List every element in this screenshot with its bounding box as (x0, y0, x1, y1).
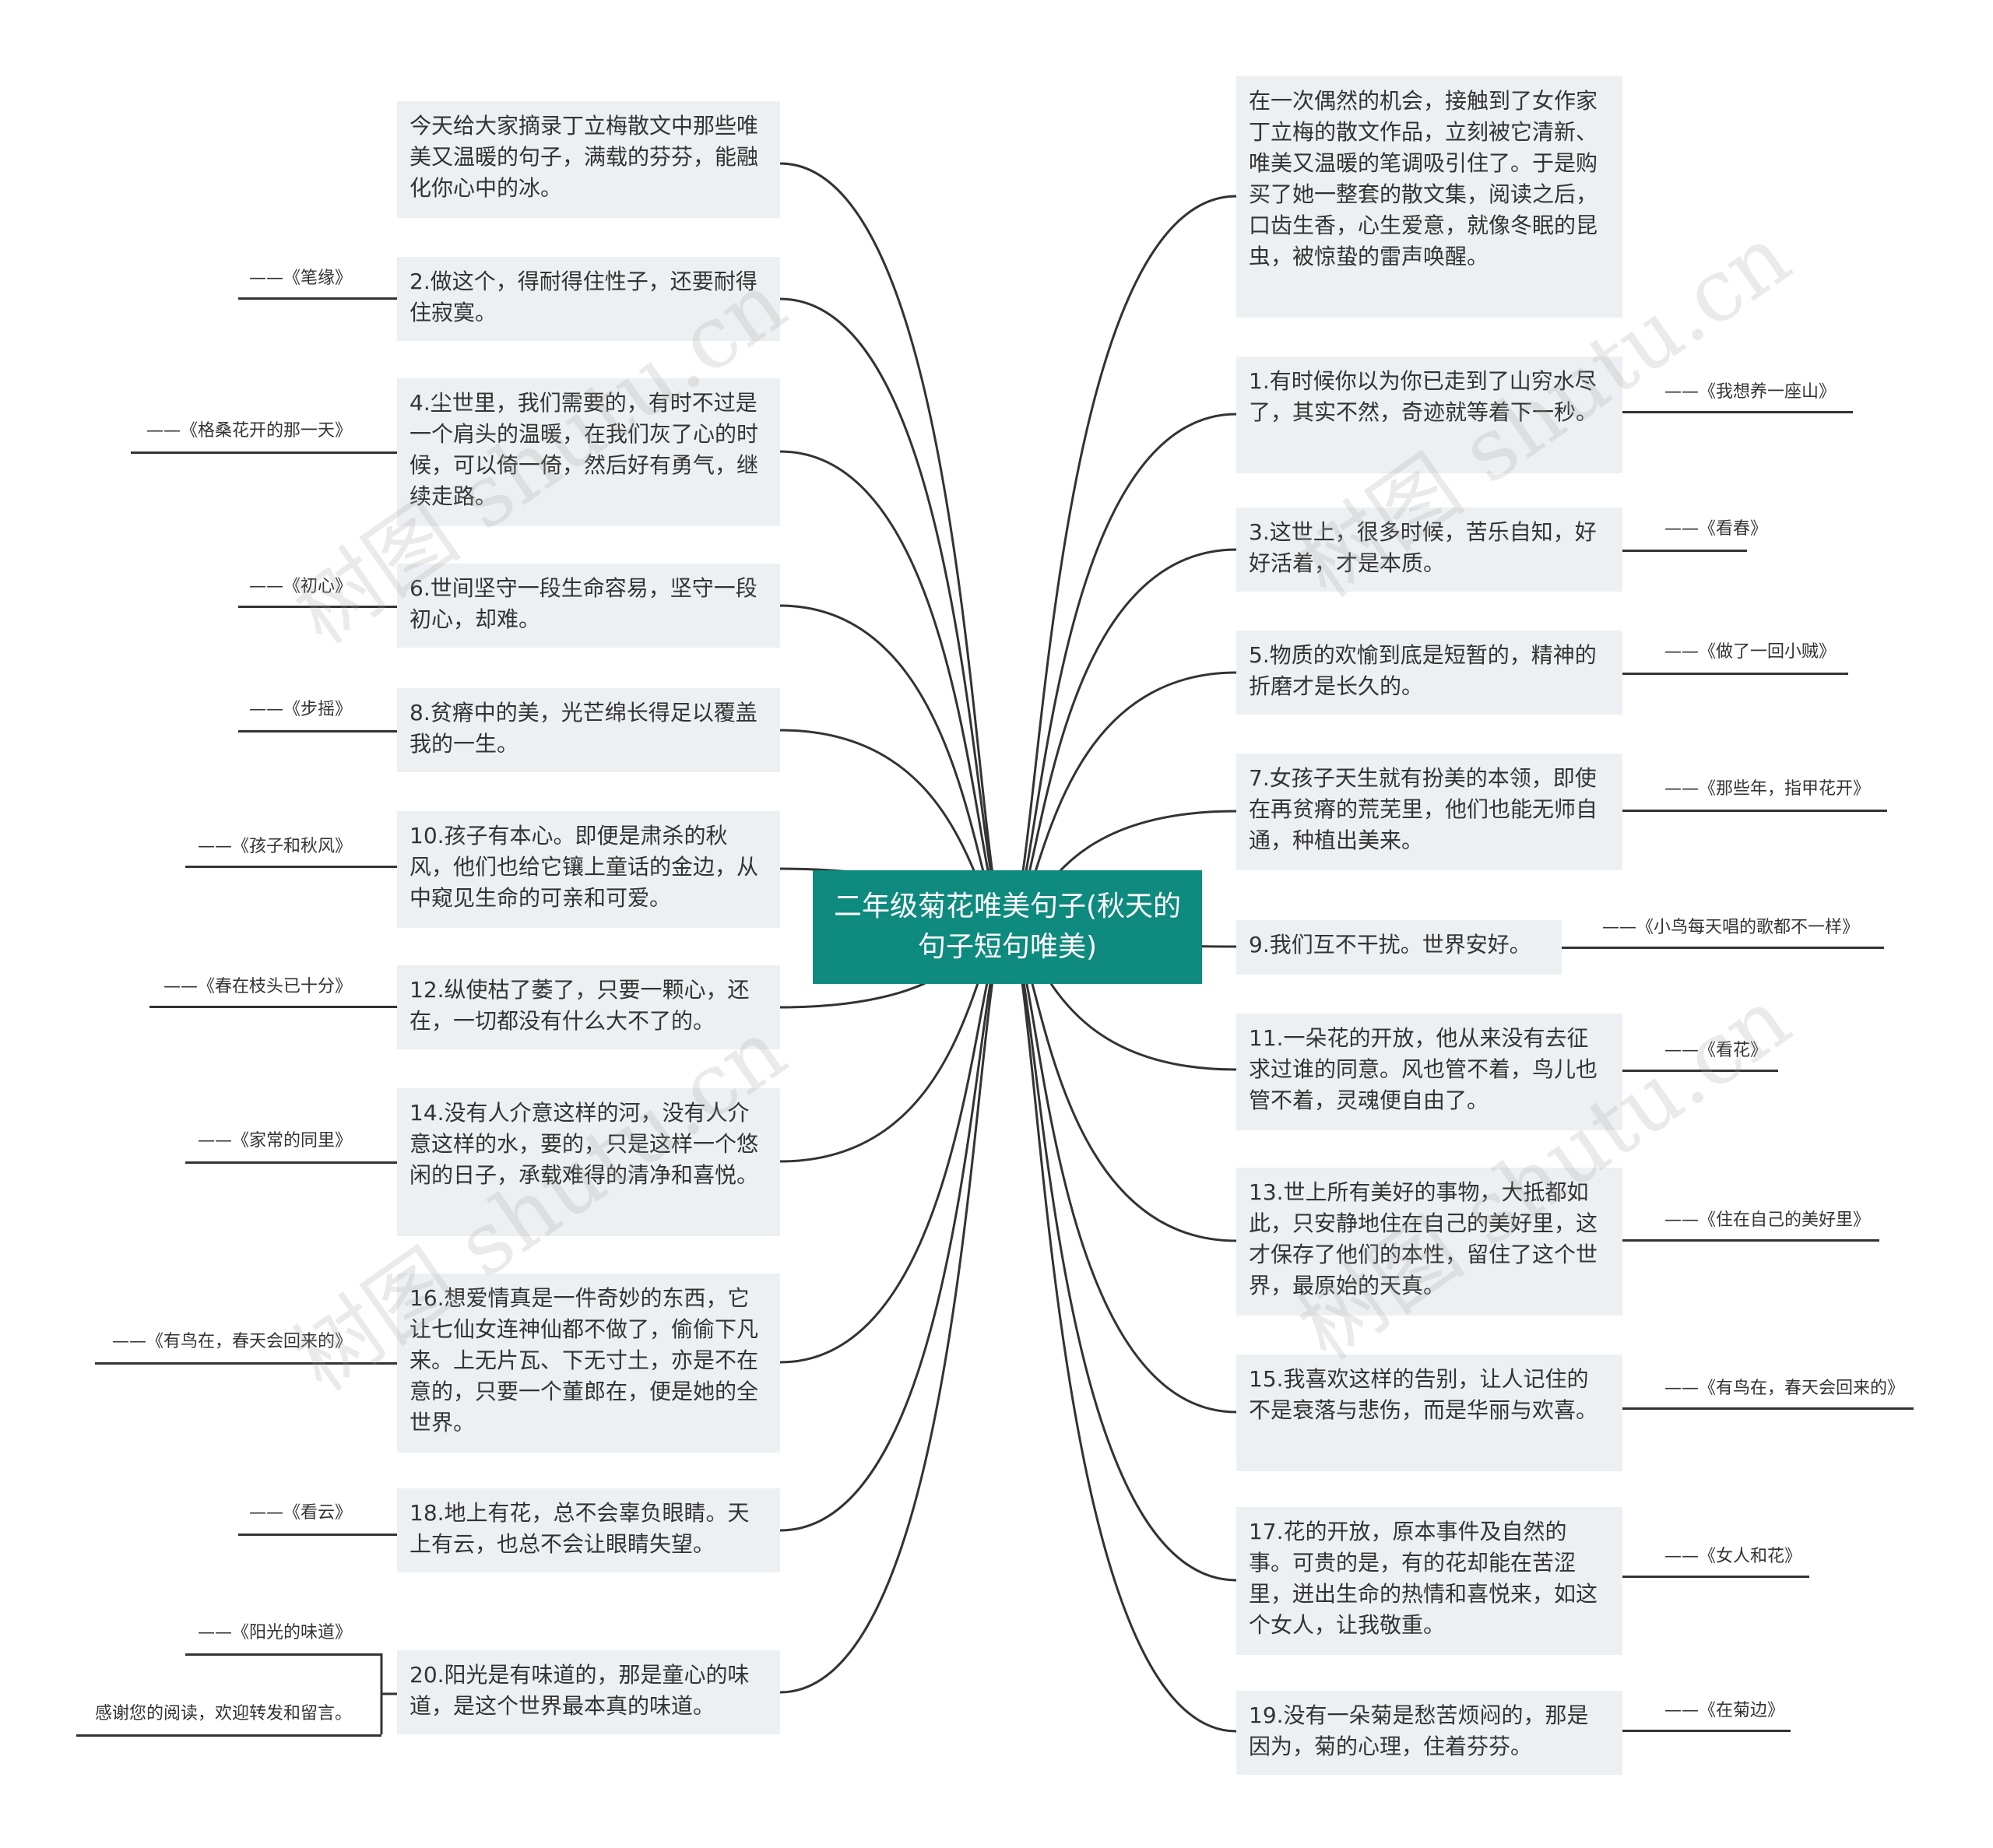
right-node-5[interactable]: 9.我们互不干扰。世界安好。 (1236, 920, 1562, 975)
source-underline (1622, 1070, 1778, 1072)
source-underline (1622, 810, 1887, 812)
source-underline (238, 730, 397, 733)
source-underline (1622, 1730, 1791, 1732)
source-label-right-7: ——《住在自己的美好里》 (1664, 1210, 1871, 1230)
source-underline (238, 297, 397, 300)
source-label-left-7: ——《家常的同里》 (197, 1131, 352, 1151)
connector-left-2 (779, 450, 1008, 929)
connector-left-0 (779, 162, 1008, 929)
right-node-1[interactable]: 1.有时候你以为你已走到了山穷水尽了，其实不然，奇迹就等着下一秒。 (1236, 357, 1622, 473)
source-label-left-8: ——《有鸟在，春天会回来的》 (111, 1332, 352, 1351)
left-node-7[interactable]: 14.没有人介意这样的河，没有人介意这样的水，要的，只是这样一个悠闲的日子，承载… (397, 1088, 780, 1236)
right-node-4[interactable]: 7.女孩子天生就有扮美的本领，即使在再贫瘠的荒芜里，他们也能无师自通，种植出美来… (1236, 754, 1622, 870)
left-node-5[interactable]: 10.孩子有本心。即便是肃杀的秋风，他们也给它镶上童话的金边，从中窥见生命的可亲… (397, 811, 780, 928)
right-node-7[interactable]: 13.世上所有美好的事物，大抵都如此，只安静地住在自己的美好里，这才保存了他们的… (1236, 1168, 1622, 1316)
source-underline (1622, 411, 1853, 413)
right-node-3[interactable]: 5.物质的欢愉到底是短暂的，精神的折磨才是长久的。 (1236, 631, 1622, 715)
source-label-right-4: ——《那些年，指甲花开》 (1664, 779, 1871, 799)
source-label-left-1: ——《笔缘》 (248, 269, 352, 288)
left-node-0[interactable]: 今天给大家摘录丁立梅散文中那些唯美又温暖的句子，满载的芬芬，能融化你心中的冰。 (397, 101, 780, 218)
left-node-9[interactable]: 18.地上有花，总不会辜负眼睛。天上有云，也总不会让眼睛失望。 (397, 1488, 780, 1572)
left-node-4[interactable]: 8.贫瘠中的美，光芒绵长得足以覆盖我的一生。 (397, 688, 780, 772)
source-label-left-10: ——《阳光的味道》 (197, 1623, 352, 1642)
source-underline (1622, 550, 1747, 552)
source-underline (185, 1653, 381, 1656)
left-node-1[interactable]: 2.做这个，得耐得住性子，还要耐得住寂寞。 (397, 257, 780, 341)
source-underline (185, 1161, 397, 1164)
source-underline (1562, 947, 1884, 949)
connector-right-9 (1007, 926, 1237, 1582)
source-label-right-8: ——《有鸟在，春天会回来的》 (1664, 1379, 1905, 1398)
source-label-right-2: ——《看春》 (1664, 519, 1768, 539)
source-label-left-2: ——《格桑花开的那一天》 (146, 421, 352, 441)
source-underline (1622, 1407, 1914, 1410)
source-label-right-6: ——《看花》 (1664, 1041, 1768, 1060)
source-label-left-3: ——《初心》 (248, 577, 352, 596)
source-label-right-1: ——《我想养一座山》 (1664, 382, 1837, 402)
right-node-6[interactable]: 11.一朵花的开放，他从来没有去征求过谁的同意。风也管不着，鸟儿也管不着，灵魂便… (1236, 1014, 1622, 1130)
source-underline (1622, 1239, 1879, 1242)
left-node-8[interactable]: 16.想爱情真是一件奇妙的东西，它让七仙女连神仙都不做了，偷偷下凡来。上无片瓦、… (397, 1274, 780, 1453)
connector-left-9 (779, 926, 1008, 1532)
closing-note: 感谢您的阅读，欢迎转发和留言。 (94, 1704, 352, 1723)
source-label-left-6: ——《春在枝头已十分》 (163, 977, 352, 996)
central-topic[interactable]: 二年级菊花唯美句子(秋天的句子短句唯美) (813, 870, 1202, 984)
left-node-2[interactable]: 4.尘世里，我们需要的，有时不过是一个肩头的温暖，在我们灰了心的时候，可以倚一倚… (397, 378, 780, 526)
source-underline (185, 866, 397, 868)
source-label-right-10: ——《在菊边》 (1664, 1701, 1785, 1720)
source-underline (131, 451, 397, 454)
source-label-left-5: ——《孩子和秋风》 (197, 837, 352, 856)
right-node-2[interactable]: 3.这世上，很多时候，苦乐自知，好好活着，才是本质。 (1236, 508, 1622, 592)
connector-left-10 (779, 926, 1008, 1694)
source-underline (76, 1734, 381, 1737)
left-node-3[interactable]: 6.世间坚守一段生命容易，坚守一段初心，却难。 (397, 564, 780, 648)
left-node-10[interactable]: 20.阳光是有味道的，那是童心的味道，是这个世界最本真的味道。 (397, 1650, 780, 1734)
right-node-9[interactable]: 17.花的开放，原本事件及自然的事。可贵的是，有的花却能在苦涩里，迸出生命的热情… (1236, 1507, 1622, 1655)
source-underline (238, 606, 397, 608)
source-label-right-9: ——《女人和花》 (1664, 1547, 1802, 1566)
right-node-0[interactable]: 在一次偶然的机会，接触到了女作家丁立梅的散文作品，立刻被它清新、唯美又温暖的笔调… (1236, 76, 1622, 318)
bracket-connector (380, 1653, 397, 1734)
source-label-right-3: ——《做了一回小贼》 (1664, 642, 1837, 662)
source-underline (149, 1006, 397, 1008)
right-node-8[interactable]: 15.我喜欢这样的告别，让人记住的不是衰落与悲伤，而是华丽与欢喜。 (1236, 1354, 1622, 1471)
left-node-6[interactable]: 12.纵使枯了萎了，只要一颗心，还在，一切都没有什么大不了的。 (397, 965, 780, 1049)
source-underline (95, 1362, 397, 1365)
source-label-right-5: ——《小鸟每天唱的歌都不一样》 (1602, 918, 1860, 937)
right-node-10[interactable]: 19.没有一朵菊是愁苦烦闷的，那是因为，菊的心理，住着芬芬。 (1236, 1691, 1622, 1775)
source-underline (238, 1534, 397, 1536)
source-label-left-4: ——《步摇》 (248, 700, 352, 719)
source-label-left-9: ——《看云》 (248, 1503, 352, 1523)
source-underline (1622, 1576, 1809, 1578)
source-underline (1622, 673, 1848, 675)
